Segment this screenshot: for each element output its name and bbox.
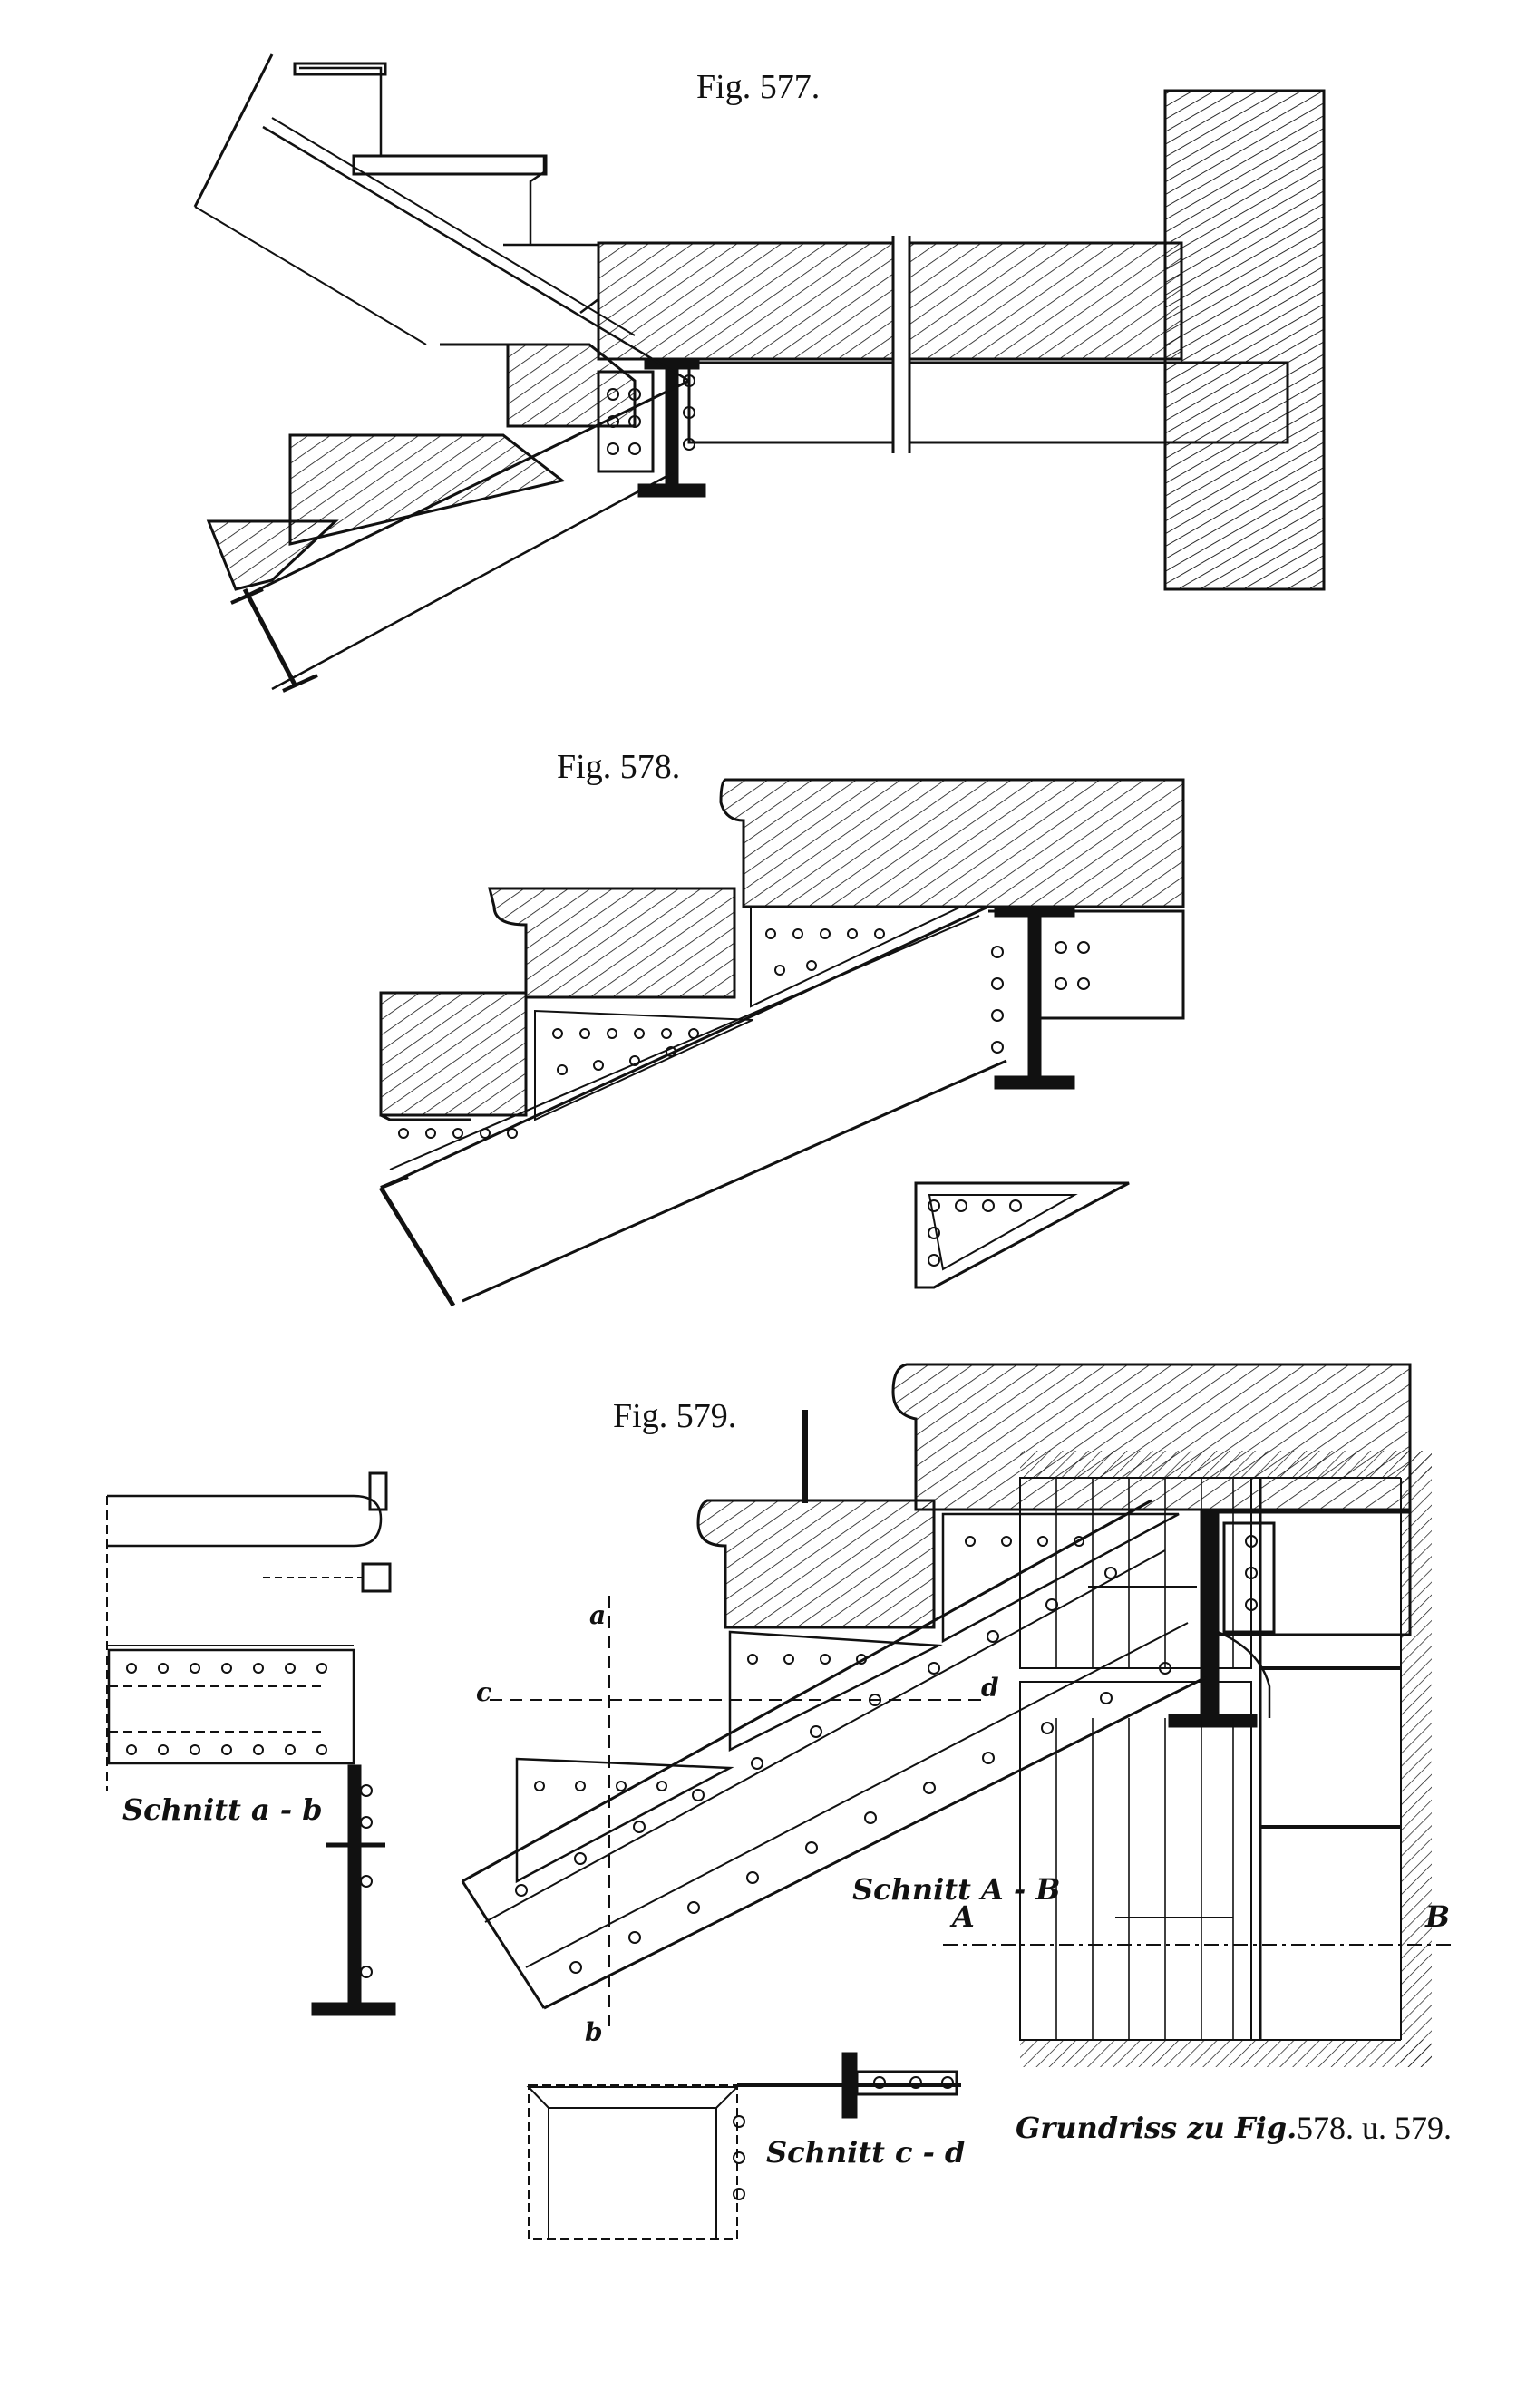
landing-beam-577 [687,361,895,444]
section-AB-label: Schnitt A - B [852,1872,1061,1907]
floor-plan-drawing [943,1451,1451,2067]
post-579 [1200,1510,1220,1723]
fig-578-title: Fig. 578. [557,748,681,786]
upper-stringer-577 [193,53,274,208]
cut-marker-d: d [981,1673,999,1703]
section-ab-drawing [106,1471,396,2016]
cut-marker-a: a [589,1600,607,1630]
step-1-578 [488,887,736,999]
lower-steps-577 [440,343,637,428]
wall-577 [1163,89,1326,591]
landing-slab-578 [719,778,1185,908]
fig-578-drawing [378,778,1185,1307]
landing-slab-577 [597,241,895,361]
fig-579-title: Fig. 579. [613,1397,737,1435]
plan-marker-A: A [952,1899,975,1934]
stringer-top-578 [380,905,989,1189]
section-cd-drawing [526,2052,961,2240]
bracket-detail-578 [914,1181,1130,1289]
stringer-top-579 [462,1499,1152,1883]
plan-marker-B: B [1425,1899,1451,1934]
stringer-bottom-578 [462,1059,1007,1303]
step-1-579 [696,1499,936,1629]
section-cd-label: Schnitt c - d [766,2135,966,2170]
cut-marker-b: b [585,2017,603,2047]
section-ab-label: Schnitt a - b [122,1792,323,1827]
landing-slab-579 [891,1363,1412,1511]
lower-stringer-577 [230,379,690,605]
i-beam-post-577 [665,361,679,491]
upper-steps-577 [299,66,600,314]
stringer-bottom-579 [543,1675,1207,2010]
fig-577-drawing [193,53,1326,693]
landing-beam-578 [1032,909,1185,1020]
cut-marker-c: c [476,1677,492,1707]
plan-caption-print: 578. u. 579. [1297,2110,1452,2146]
plan-caption-hand: Grundriss zu Fig. [1016,2111,1298,2145]
step-2-578 [379,991,528,1117]
i-beam-post-578 [1027,908,1042,1083]
fig-577-title: Fig. 577. [696,68,821,106]
